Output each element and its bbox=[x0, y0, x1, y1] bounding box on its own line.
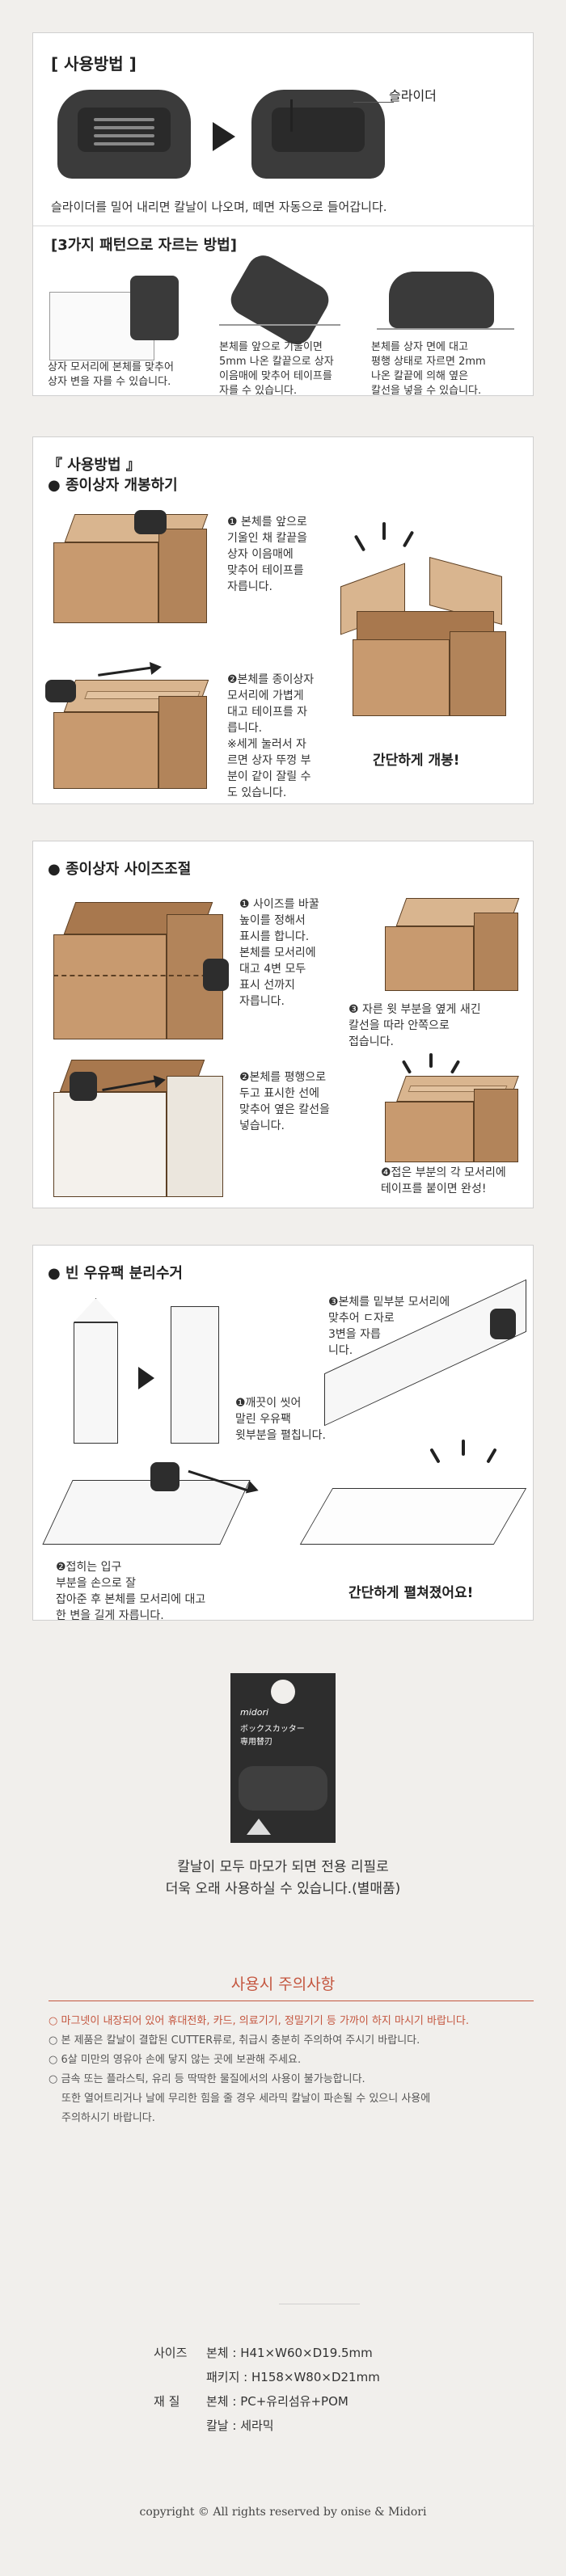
cut-patterns-title: [3가지 패턴으로 자르는 방법] bbox=[51, 237, 237, 254]
resize-box-illustration-3 bbox=[385, 898, 522, 995]
slider-label: 슬라이더 bbox=[389, 88, 437, 103]
spec-size-label: 사이즈 bbox=[154, 2346, 188, 2360]
pattern-3-illustration bbox=[377, 264, 514, 352]
box-illustration-2 bbox=[45, 680, 215, 793]
open-step-1: ❶ 본체를 앞으로 기울인 채 칼끝을 상자 이음매에 맞추어 테이프를 자릅니… bbox=[227, 516, 308, 593]
pattern-1-desc: 상자 모서리에 본체를 맞추어 상자 변을 자를 수 있습니다. bbox=[48, 361, 174, 388]
milk-step-2: ❷접히는 입구 부분을 손으로 잘 잡아준 후 본체를 모서리에 대고 한 변을… bbox=[56, 1561, 206, 1622]
open-box-subtitle: ● 종이상자 개봉하기 bbox=[48, 477, 178, 494]
pattern-1-illustration bbox=[49, 268, 195, 365]
warning-item-5: 또한 열어트리거나 날에 무리한 힘을 줄 경우 세라믹 칼날이 파손될 수 있… bbox=[61, 2093, 431, 2105]
resize-subtitle: ● 종이상자 사이즈조절 bbox=[48, 861, 192, 878]
warning-item-2: ○ 본 제품은 칼날이 결합된 CUTTER류로, 취급시 충분히 주의하여 주… bbox=[49, 2034, 420, 2047]
milk-result: 간단하게 펼쳐졌어요! bbox=[348, 1585, 474, 1601]
milk-subtitle: ● 빈 우유팩 분리수거 bbox=[48, 1265, 183, 1282]
pattern-3-desc: 본체를 상자 면에 대고 평행 상태로 자르면 2mm 나온 칼끝에 의해 옆은… bbox=[371, 341, 486, 397]
arrow-right-icon-2 bbox=[138, 1367, 154, 1389]
refill-desc-1: 칼날이 모두 마모가 되면 전용 리필로 bbox=[177, 1859, 389, 1875]
milk-carton-flattened bbox=[299, 1488, 527, 1545]
resize-box-illustration-1 bbox=[53, 894, 231, 1043]
pattern-2-illustration bbox=[219, 249, 340, 351]
resize-box-illustration-4 bbox=[385, 1076, 522, 1165]
box-illustration-1 bbox=[53, 510, 215, 627]
refill-brand: midori bbox=[240, 1707, 269, 1718]
milk-carton-panel: ● 빈 우유팩 분리수거 ❸본체를 밑부분 모서리에 맞추어 ㄷ자로 3변을 자… bbox=[32, 1245, 534, 1622]
milk-carton-opened bbox=[171, 1306, 219, 1444]
open-result: 간단하게 개봉! bbox=[373, 753, 460, 769]
down-arrow-icon bbox=[290, 99, 293, 132]
resize-box-illustration-2 bbox=[53, 1060, 231, 1201]
spec-size-pkg: 패키지 : H158×W80×D21mm bbox=[206, 2370, 380, 2384]
spec-material-blade: 칼날 : 세라믹 bbox=[206, 2418, 274, 2433]
spec-material-label: 재 질 bbox=[154, 2394, 180, 2409]
usage-title: [ 사용방법 ] bbox=[51, 54, 137, 74]
open-step-2: ❷본체를 종이상자 모서리에 가볍게 대고 테이프를 자 릅니다. ※세게 눌러… bbox=[227, 673, 315, 799]
resize-box-panel: ● 종이상자 사이즈조절 ❶ 사이즈를 바꿀 높이를 정해서 표시를 합니다. … bbox=[32, 841, 534, 1208]
warnings-title: 사용시 주의사항 bbox=[230, 1975, 336, 1993]
spec-material-body: 본체 : PC+유리섬유+POM bbox=[206, 2394, 348, 2409]
resize-step-4: ❹접은 부분의 각 모서리에 테이프를 붙이면 완성! bbox=[381, 1166, 506, 1195]
arrow-right-icon bbox=[213, 122, 235, 151]
milk-step-3: ❸본체를 밑부분 모서리에 맞추어 ㄷ자로 3변을 자릅 니다. bbox=[328, 1296, 450, 1357]
warning-item-1: ○ 마그넷이 내장되어 있어 휴대전화, 카드, 의료기기, 정밀기기 등 가까… bbox=[49, 2015, 469, 2027]
refill-pkg-line1: ボックスカッター bbox=[240, 1725, 305, 1734]
refill-pkg-line2: 専用替刃 bbox=[240, 1738, 272, 1747]
slider-desc: 슬라이더를 밀어 내리면 칼날이 나오며, 떼면 자동으로 들어갑니다. bbox=[51, 200, 387, 214]
resize-step-2: ❷본체를 평행으로 두고 표시한 선에 맞추어 옆은 칼선을 넣습니다. bbox=[239, 1071, 330, 1132]
cut-direction-arrow bbox=[98, 666, 154, 677]
refill-package: midori ボックスカッター 専用替刃 bbox=[230, 1673, 336, 1843]
milk-carton-closed bbox=[74, 1322, 118, 1444]
opened-box-illustration bbox=[332, 556, 518, 720]
open-box-panel: 『 사용방법 』 ● 종이상자 개봉하기 ❶ 본체를 앞으로 기울인 채 칼끝을… bbox=[32, 436, 534, 804]
warning-item-3: ○ 6살 미만의 영유아 손에 닿지 않는 곳에 보관해 주세요. bbox=[49, 2054, 302, 2066]
cutter-illustration-right bbox=[251, 90, 385, 179]
usage-panel: [ 사용방법 ] 슬라이더 슬라이더를 밀어 내리면 칼날이 나오며, 떼면 자… bbox=[32, 32, 534, 397]
warning-item-6: 주의하시기 바랍니다. bbox=[61, 2112, 155, 2124]
cutter-illustration-left bbox=[57, 90, 191, 179]
spec-size-body: 본체 : H41×W60×D19.5mm bbox=[206, 2346, 373, 2360]
milk-carton-cutting bbox=[42, 1480, 251, 1545]
warning-item-4: ○ 금속 또는 플라스틱, 유리 등 딱딱한 물질에서의 사용이 불가능합니다. bbox=[49, 2073, 365, 2085]
resize-step-1: ❶ 사이즈를 바꿀 높이를 정해서 표시를 합니다. 본체를 모서리에 대고 4… bbox=[239, 898, 319, 1008]
copyright: copyright © All rights reserved by onise… bbox=[139, 2506, 427, 2519]
milk-step-1: ❶깨끗이 씻어 말린 우유팩 윗부분을 펼칩니다. bbox=[235, 1397, 326, 1442]
resize-step-3: ❸ 자른 윗 부분을 옆게 새긴 칼선을 따라 안쪽으로 접습니다. bbox=[348, 1003, 481, 1048]
usage-title-2: 『 사용방법 』 bbox=[48, 457, 141, 474]
refill-desc-2: 더욱 오래 사용하실 수 있습니다.(별매품) bbox=[165, 1881, 401, 1897]
pattern-2-desc: 본체를 앞으로 기울이면 5mm 나온 칼끝으로 상자 이음매에 맞추어 테이프… bbox=[219, 341, 334, 397]
